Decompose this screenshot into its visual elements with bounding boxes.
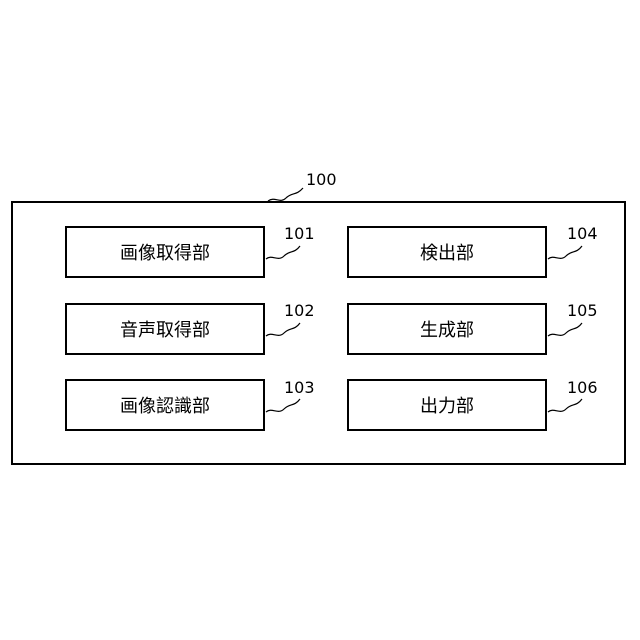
detection-ref: 104	[567, 226, 598, 242]
audio-acquisition-label: 音声取得部	[120, 316, 210, 342]
image-acquisition-label: 画像取得部	[120, 239, 210, 265]
output-label: 出力部	[420, 392, 474, 418]
generation-ref: 105	[567, 303, 598, 319]
system-ref-label: 100	[306, 172, 337, 188]
detection-block: 検出部	[347, 226, 547, 278]
output-ref: 106	[567, 380, 598, 396]
audio-acquisition-ref: 102	[284, 303, 315, 319]
image-acquisition-ref: 101	[284, 226, 315, 242]
output-block: 出力部	[347, 379, 547, 431]
image-recognition-ref: 103	[284, 380, 315, 396]
image-acquisition-block: 画像取得部	[65, 226, 265, 278]
generation-block: 生成部	[347, 303, 547, 355]
generation-label: 生成部	[420, 316, 474, 342]
audio-acquisition-block: 音声取得部	[65, 303, 265, 355]
image-recognition-block: 画像認識部	[65, 379, 265, 431]
leader-line-100	[268, 188, 303, 201]
detection-label: 検出部	[420, 239, 474, 265]
image-recognition-label: 画像認識部	[120, 392, 210, 418]
